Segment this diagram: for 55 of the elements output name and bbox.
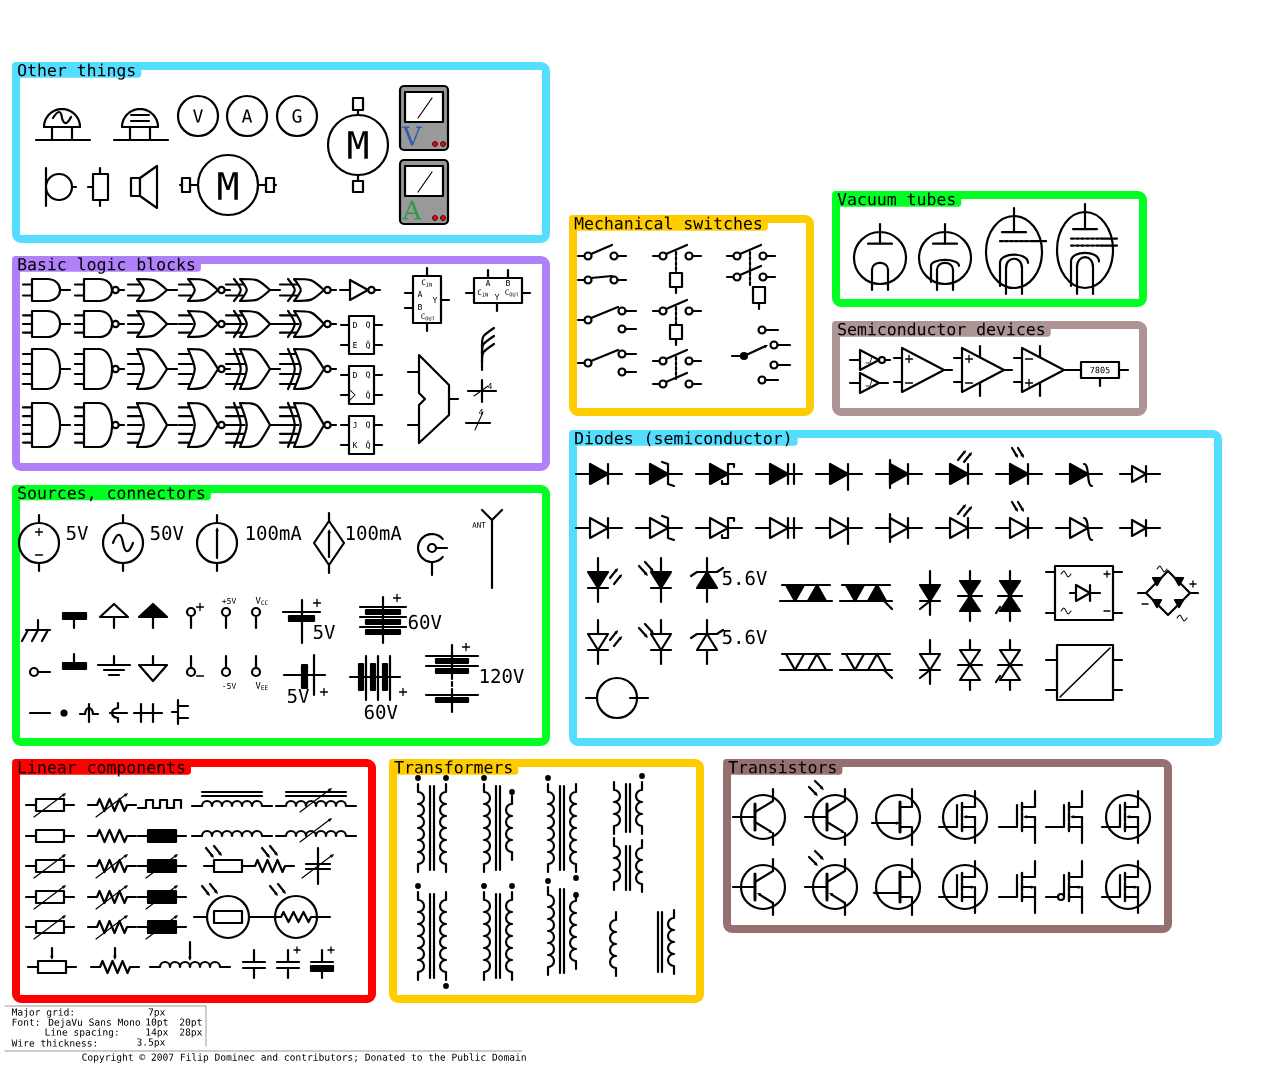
value-label: 5V [287,688,309,704]
pin-label: E [353,342,357,348]
info-text: 20pt [180,1018,202,1028]
pin-label: Q̄ [366,390,370,400]
panel-frame: Transformers [389,759,704,1003]
copyright-text: Copyright © 2007 Filip Dominec and contributors; Donated to the Public Domain [82,1053,526,1063]
info-text: Font: DejaVu Sans Mono [12,1018,141,1028]
letter-label: G [292,109,302,123]
info-text: Wire thickness: [11,1039,96,1047]
info-text: 3.5px [137,1038,166,1048]
pin-label: Y [494,294,500,300]
pin-label: K [353,442,358,448]
value-label: 5V [313,624,335,640]
info-text: Line spacing: [45,1028,118,1038]
value-label: 120V [480,668,524,684]
pin-label: Q [366,371,370,379]
value-label: 5.6V [722,570,767,586]
pin-label: Y [432,297,438,303]
pin-label: J [353,422,357,428]
pin-label: D [353,372,357,378]
panel-frame: Transistors [723,759,1172,933]
letter-label: V [193,109,203,123]
pin-label: A [417,291,423,297]
meter-letter: A [402,200,422,220]
voltage-label: -5V [223,683,236,689]
pin-label: Q [366,421,370,429]
pin-label: Q̄ [366,340,370,350]
bus-width-label: 4 [488,383,493,389]
value-label: 5V [66,525,88,541]
info-text: 10pt [146,1018,168,1028]
motor-letter: M [348,131,368,159]
voltage-label: V$_{CC}$ [255,597,268,605]
info-text: Major grid: [12,1008,73,1018]
bus-width-label: 4 [479,409,484,415]
value-label: 60V [408,614,442,630]
info-text: 7px [148,1008,166,1018]
value-label: 50V [150,525,184,541]
part-number: 7805 [1090,366,1110,374]
info-text: 28px [180,1028,203,1038]
info-text: 14px [146,1028,169,1038]
value-label: 5.6V [722,629,767,645]
motor-letter: M [218,172,238,200]
pin-label: Q̄ [366,440,370,450]
meter-letter: V [402,126,422,146]
letter-label: A [241,109,253,123]
pin-label: Q [366,321,370,329]
pin-label: B [418,304,423,310]
voltage-label: +5V [222,598,236,604]
pin-label: B [506,280,511,286]
value-label: 60V [364,704,398,720]
value-label: 100mA [246,525,302,541]
value-label: 100mA [346,525,402,541]
pin-label: D [353,322,357,328]
voltage-label: V$_{EE}$ [255,682,268,690]
pin-label: A [485,280,491,286]
